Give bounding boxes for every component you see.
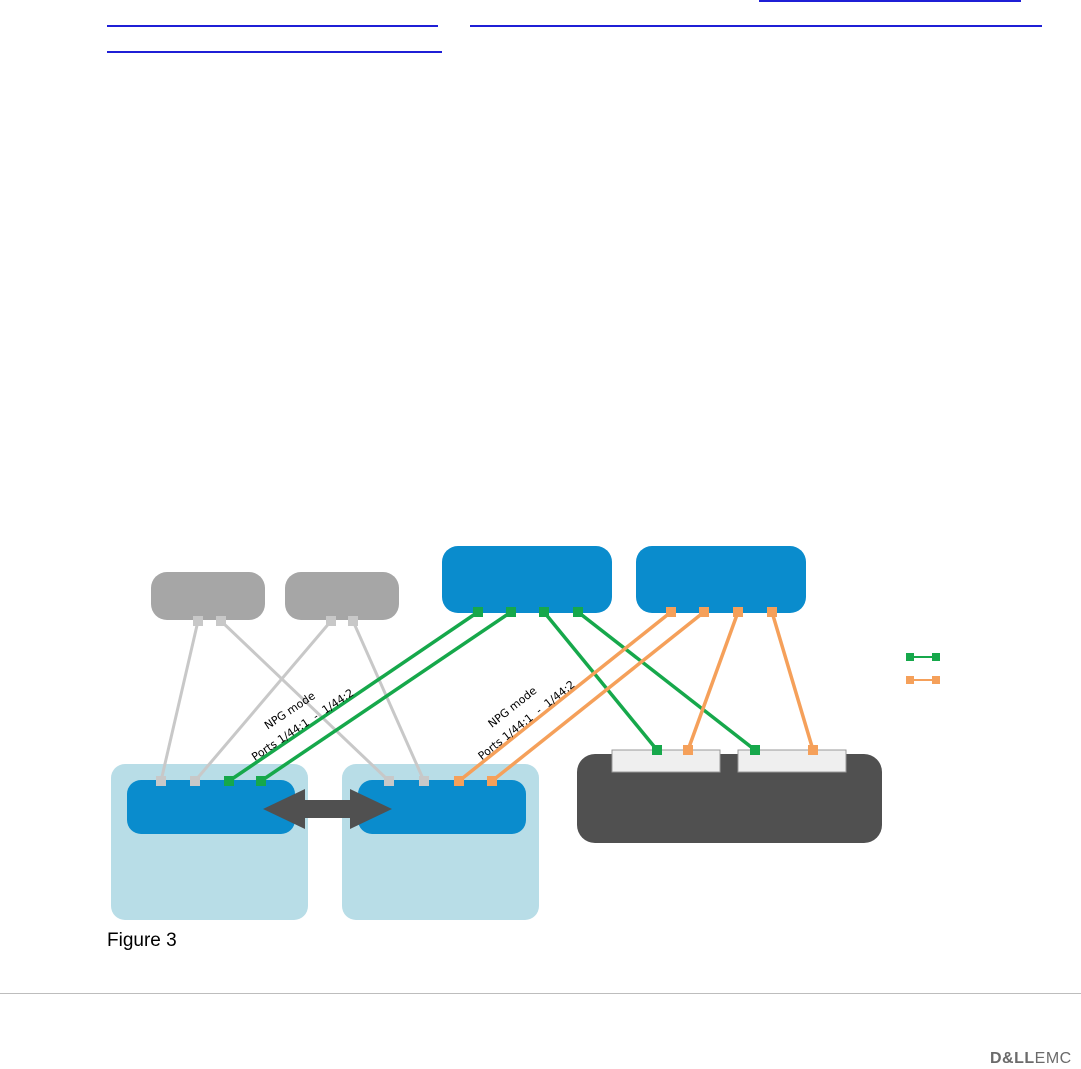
fabric-switch-a xyxy=(442,546,612,613)
dell-emc-logo: D&LLEMC xyxy=(990,1050,1072,1068)
fabric-switch-b xyxy=(636,546,806,613)
io-module-right xyxy=(358,780,526,834)
legend-orange xyxy=(906,676,940,684)
legend-green xyxy=(906,653,940,661)
storage-controller-a xyxy=(611,749,721,773)
legend xyxy=(906,653,940,684)
footer-divider xyxy=(0,993,1081,994)
link-underline-1[interactable] xyxy=(759,0,1021,2)
gray-device-left xyxy=(151,572,265,620)
io-module-left xyxy=(127,780,295,834)
gray-links xyxy=(159,619,426,783)
storage-array xyxy=(577,754,882,843)
port-squares-gray xyxy=(156,616,429,786)
npg-label-group-1: NPG mode Ports 1/44:1 - 1/44:2 xyxy=(249,686,356,763)
npg-label-group-2: NPG mode Ports 1/44:1 - 1/44:2 xyxy=(476,678,578,763)
figure-caption: Figure 3 xyxy=(107,930,177,951)
link-underline-3[interactable] xyxy=(470,25,1042,27)
logo-brand: D&LL xyxy=(990,1050,1035,1067)
link-underline-2[interactable] xyxy=(107,25,438,27)
vlti-arrow xyxy=(263,789,392,829)
logo-suffix: EMC xyxy=(1034,1050,1072,1067)
gray-device-right xyxy=(285,572,399,620)
link-underline-4[interactable] xyxy=(107,51,442,53)
orange-links xyxy=(457,610,815,783)
port-squares-green xyxy=(224,607,760,786)
green-links xyxy=(228,610,757,783)
storage-controller-b xyxy=(737,749,847,773)
port-squares-orange xyxy=(454,607,818,786)
